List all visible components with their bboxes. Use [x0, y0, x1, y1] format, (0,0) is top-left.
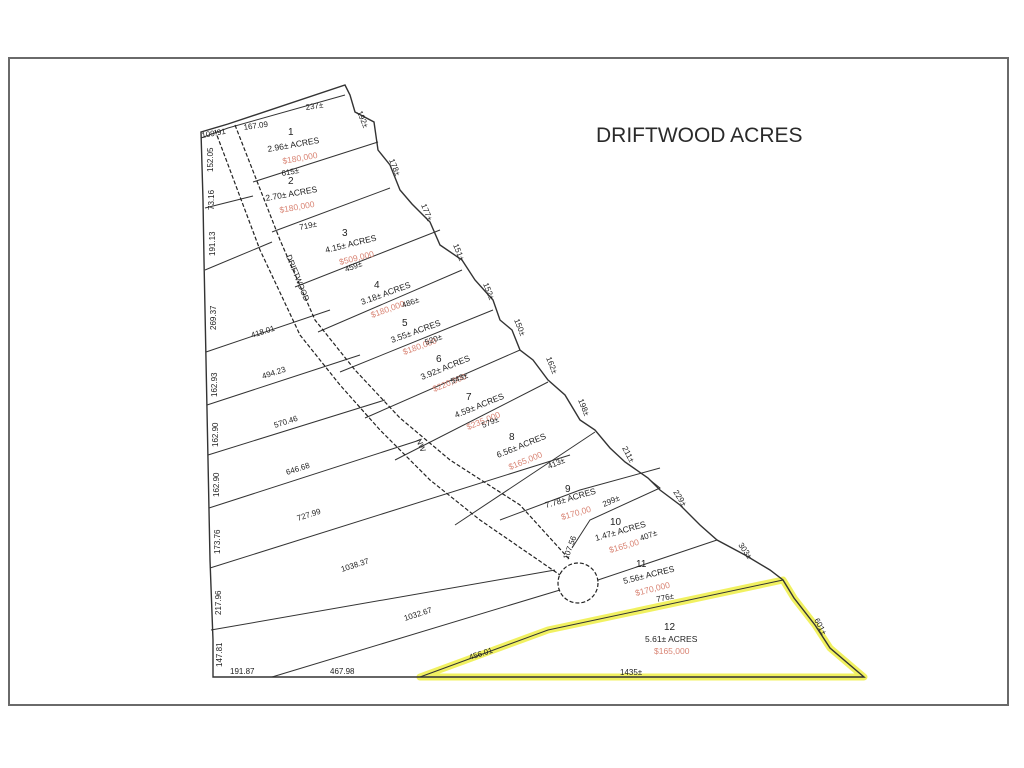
svg-text:269.37: 269.37	[209, 305, 218, 330]
svg-text:1038.37: 1038.37	[340, 556, 371, 574]
svg-text:$180,000: $180,000	[282, 150, 319, 166]
svg-text:8: 8	[509, 432, 515, 443]
interior-dimensions: 615± 719± 459± 486± 520± 543± 579± 413± …	[281, 166, 676, 604]
svg-text:456.01: 456.01	[468, 646, 495, 662]
svg-text:178±: 178±	[387, 157, 402, 177]
svg-text:162.93: 162.93	[210, 372, 219, 397]
svg-text:229±: 229±	[671, 488, 688, 508]
svg-text:162±: 162±	[544, 355, 559, 375]
cul-de-sac-dim: 107.56	[561, 534, 578, 561]
svg-text:6: 6	[436, 354, 442, 365]
svg-text:467.98: 467.98	[330, 667, 355, 676]
svg-text:162.90: 162.90	[211, 422, 220, 447]
svg-text:9: 9	[565, 484, 571, 495]
svg-text:418.01: 418.01	[250, 324, 277, 340]
west-parcel-dimensions: 418.01 494.23 570.46 646.68 727.99 1038.…	[250, 324, 434, 623]
svg-text:173.76: 173.76	[213, 529, 222, 554]
svg-text:4: 4	[374, 280, 380, 291]
svg-text:727.99: 727.99	[296, 507, 323, 523]
svg-text:109.91: 109.91	[201, 127, 227, 140]
svg-text:3: 3	[342, 228, 348, 239]
svg-text:719±: 719±	[299, 219, 319, 232]
lot-12-label: 12 5.61± ACRES $165,000	[645, 622, 698, 656]
west-lot-lines	[204, 195, 571, 678]
svg-text:1435±: 1435±	[620, 668, 643, 677]
svg-text:413±: 413±	[546, 456, 566, 471]
svg-text:211±: 211±	[620, 445, 636, 465]
road-name-label: DRIFTWOOD	[284, 253, 311, 302]
svg-text:1032.67: 1032.67	[403, 605, 434, 623]
svg-text:1: 1	[288, 127, 294, 138]
svg-text:191.13: 191.13	[208, 231, 217, 256]
lot-8-label: 8 6.56± ACRES $165,000	[495, 431, 548, 472]
svg-text:$180,000: $180,000	[279, 199, 316, 215]
svg-text:2: 2	[288, 176, 294, 187]
west-side-dimensions: 152.05 73.16 191.13 269.37 162.93 162.90…	[206, 147, 224, 667]
svg-text:152±: 152±	[481, 281, 496, 301]
svg-text:5: 5	[402, 318, 408, 329]
svg-text:167.09: 167.09	[243, 120, 269, 132]
lot-9-label: 9 7.78± ACRES $170,00	[544, 484, 597, 522]
svg-text:776±: 776±	[656, 591, 676, 604]
top-dimensions: 109.91 167.09 237±	[201, 101, 325, 140]
lot-3-label: 3 4.15± ACRES $509,000	[324, 228, 378, 267]
svg-text:$170,00: $170,00	[560, 504, 593, 522]
svg-text:$165,00: $165,00	[608, 537, 641, 555]
svg-text:5.61± ACRES: 5.61± ACRES	[645, 634, 698, 644]
lot-7-label: 7 4.59± ACRES $235,000	[453, 391, 506, 432]
svg-text:73.16: 73.16	[207, 189, 216, 210]
top-lot-line	[200, 94, 346, 139]
svg-text:494.23: 494.23	[261, 365, 288, 381]
map-title: DRIFTWOOD ACRES	[596, 124, 803, 147]
svg-text:10: 10	[610, 517, 622, 528]
svg-text:407±: 407±	[639, 528, 659, 543]
map-frame	[8, 57, 1009, 706]
svg-text:237±: 237±	[305, 101, 324, 112]
svg-text:191.87: 191.87	[230, 667, 255, 676]
svg-text:217.96: 217.96	[214, 590, 223, 615]
subdivision-boundary	[200, 84, 866, 678]
svg-text:152.05: 152.05	[206, 147, 215, 172]
svg-text:147.81: 147.81	[215, 642, 224, 667]
svg-text:198±: 198±	[576, 397, 591, 417]
svg-text:12: 12	[664, 622, 676, 633]
svg-text:615±: 615±	[281, 166, 301, 178]
svg-text:$165,000: $165,000	[654, 646, 690, 656]
lot-1-label: 1 2.96± ACRES $180,000	[267, 127, 321, 166]
svg-text:486±: 486±	[401, 295, 421, 310]
driftwood-road	[214, 124, 599, 604]
lot-2-label: 2 2.70± ACRES $180,000	[265, 176, 319, 215]
svg-text:192±: 192±	[355, 109, 370, 129]
svg-text:11: 11	[636, 559, 647, 570]
svg-text:646.68: 646.68	[285, 461, 312, 477]
east-lot-lines	[252, 141, 784, 678]
svg-text:7: 7	[466, 392, 472, 403]
svg-text:151±: 151±	[451, 242, 466, 262]
svg-text:162.90: 162.90	[212, 472, 221, 497]
